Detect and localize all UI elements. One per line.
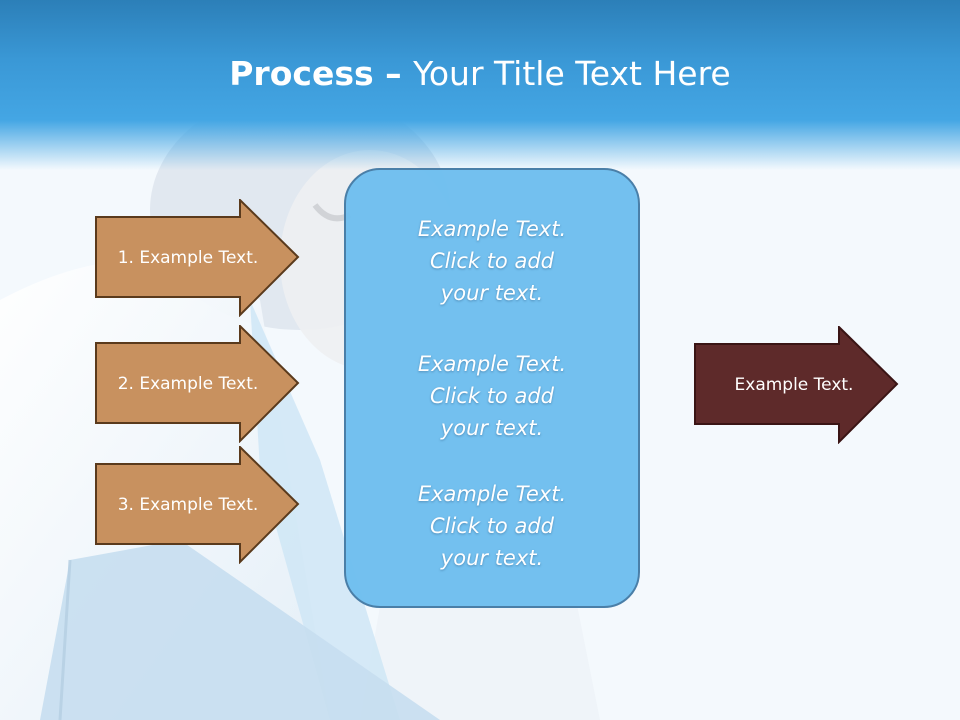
step-label: 3. Example Text. [117, 495, 259, 515]
right-arrow-shape [95, 325, 300, 443]
block-line: your text. [440, 546, 544, 570]
right-arrow-shape [95, 446, 300, 564]
title-separator: – [373, 54, 414, 93]
center-text-box[interactable] [344, 168, 640, 608]
center-text-block-2[interactable]: Example Text. Click to add your text. [344, 348, 640, 444]
step-label: 1. Example Text. [117, 248, 259, 268]
block-line: Example Text. [417, 217, 567, 241]
block-line: Click to add [429, 249, 554, 273]
center-text-block-3[interactable]: Example Text. Click to add your text. [344, 478, 640, 574]
slide-title[interactable]: Process – Your Title Text Here [0, 52, 960, 96]
right-arrow-shape [694, 326, 899, 444]
center-text-block-1[interactable]: Example Text. Click to add your text. [344, 213, 640, 309]
result-label: Example Text. [734, 375, 854, 395]
block-line: your text. [440, 281, 544, 305]
step-arrow-3[interactable]: 3. Example Text. [95, 446, 301, 564]
result-arrow[interactable]: Example Text. [694, 326, 900, 444]
step-arrow-2[interactable]: 2. Example Text. [95, 325, 301, 443]
block-line: Click to add [429, 514, 554, 538]
title-bold: Process [229, 54, 374, 93]
title-rest: Your Title Text Here [413, 54, 731, 93]
right-arrow-shape [95, 199, 300, 317]
header-band [0, 0, 960, 170]
block-line: Example Text. [417, 352, 567, 376]
block-line: Click to add [429, 384, 554, 408]
block-line: Example Text. [417, 482, 567, 506]
block-line: your text. [440, 416, 544, 440]
step-label: 2. Example Text. [117, 374, 259, 394]
step-arrow-1[interactable]: 1. Example Text. [95, 199, 301, 317]
